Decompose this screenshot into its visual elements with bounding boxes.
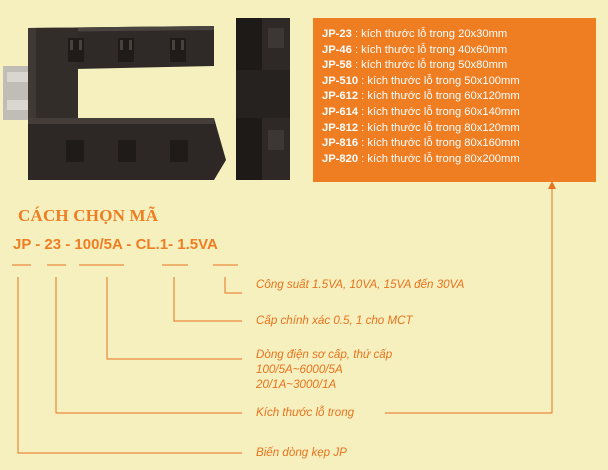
spec-row: JP-46 : kích thước lỗ trong 40x60mm: [322, 43, 590, 59]
spec-code: JP-816: [322, 137, 359, 150]
spec-box: JP-23 : kích thước lỗ trong 20x30mm JP-4…: [313, 18, 596, 182]
spec-text: : kích thước lỗ trong 20x30mm: [351, 28, 508, 40]
spec-code: JP-614: [322, 105, 359, 118]
power-description: Công suất 1.5VA, 10VA, 15VA đến 30VA: [256, 278, 465, 291]
spec-row: JP-510 : kích thước lỗ trong 50x100mm: [322, 74, 590, 90]
spec-row: JP-820 : kích thước lỗ trong 80x200mm: [322, 152, 590, 168]
spec-code: JP-812: [322, 121, 359, 134]
spec-text: : kích thước lỗ trong 50x100mm: [358, 74, 520, 87]
section-heading: CÁCH CHỌN MÃ: [18, 206, 159, 225]
spec-text: : kích thước lỗ trong 80x200mm: [358, 152, 520, 165]
spec-row: JP-612 : kích thước lỗ trong 60x120mm: [322, 89, 590, 105]
spec-code: JP-510: [322, 74, 359, 87]
spec-text: : kích thước lỗ trong 60x120mm: [358, 90, 520, 103]
spec-text: : kích thước lỗ trong 80x160mm: [358, 137, 520, 150]
spec-row: JP-812 : kích thước lỗ trong 80x120mm: [322, 121, 590, 137]
accuracy-description: Cấp chính xác 0.5, 1 cho MCT: [256, 314, 413, 327]
spec-code: JP-58: [322, 59, 352, 72]
spec-code: JP-46: [322, 43, 352, 56]
product-image: [3, 18, 290, 180]
current-range-2: 20/1A~3000/1A: [256, 378, 337, 391]
spec-row: JP-816 : kích thước lỗ trong 80x160mm: [322, 136, 590, 152]
spec-row: JP-58 : kích thước lỗ trong 50x80mm: [322, 58, 590, 74]
current-title: Dòng điện sơ cấp, thứ cấp: [256, 348, 393, 361]
spec-code: JP-820: [322, 152, 359, 165]
spec-row: JP-614 : kích thước lỗ trong 60x140mm: [322, 105, 590, 121]
spec-code: JP-612: [322, 90, 359, 103]
spec-text: : kích thước lỗ trong 80x120mm: [358, 121, 520, 134]
code-example: JP - 23 - 100/5A - CL.1- 1.5VA: [13, 236, 218, 253]
spec-text: : kích thước lỗ trong 50x80mm: [351, 59, 508, 72]
current-range-1: 100/5A~6000/5A: [256, 363, 343, 376]
spec-code: JP-23: [322, 28, 352, 40]
spec-text: : kích thước lỗ trong 40x60mm: [351, 43, 508, 56]
hole-size-description: Kích thước lỗ trong: [256, 406, 355, 419]
spec-text: : kích thước lỗ trong 60x140mm: [358, 105, 520, 118]
spec-row: JP-23 : kích thước lỗ trong 20x30mm: [322, 27, 590, 43]
product-description: Biến dòng kẹp JP: [256, 446, 347, 459]
